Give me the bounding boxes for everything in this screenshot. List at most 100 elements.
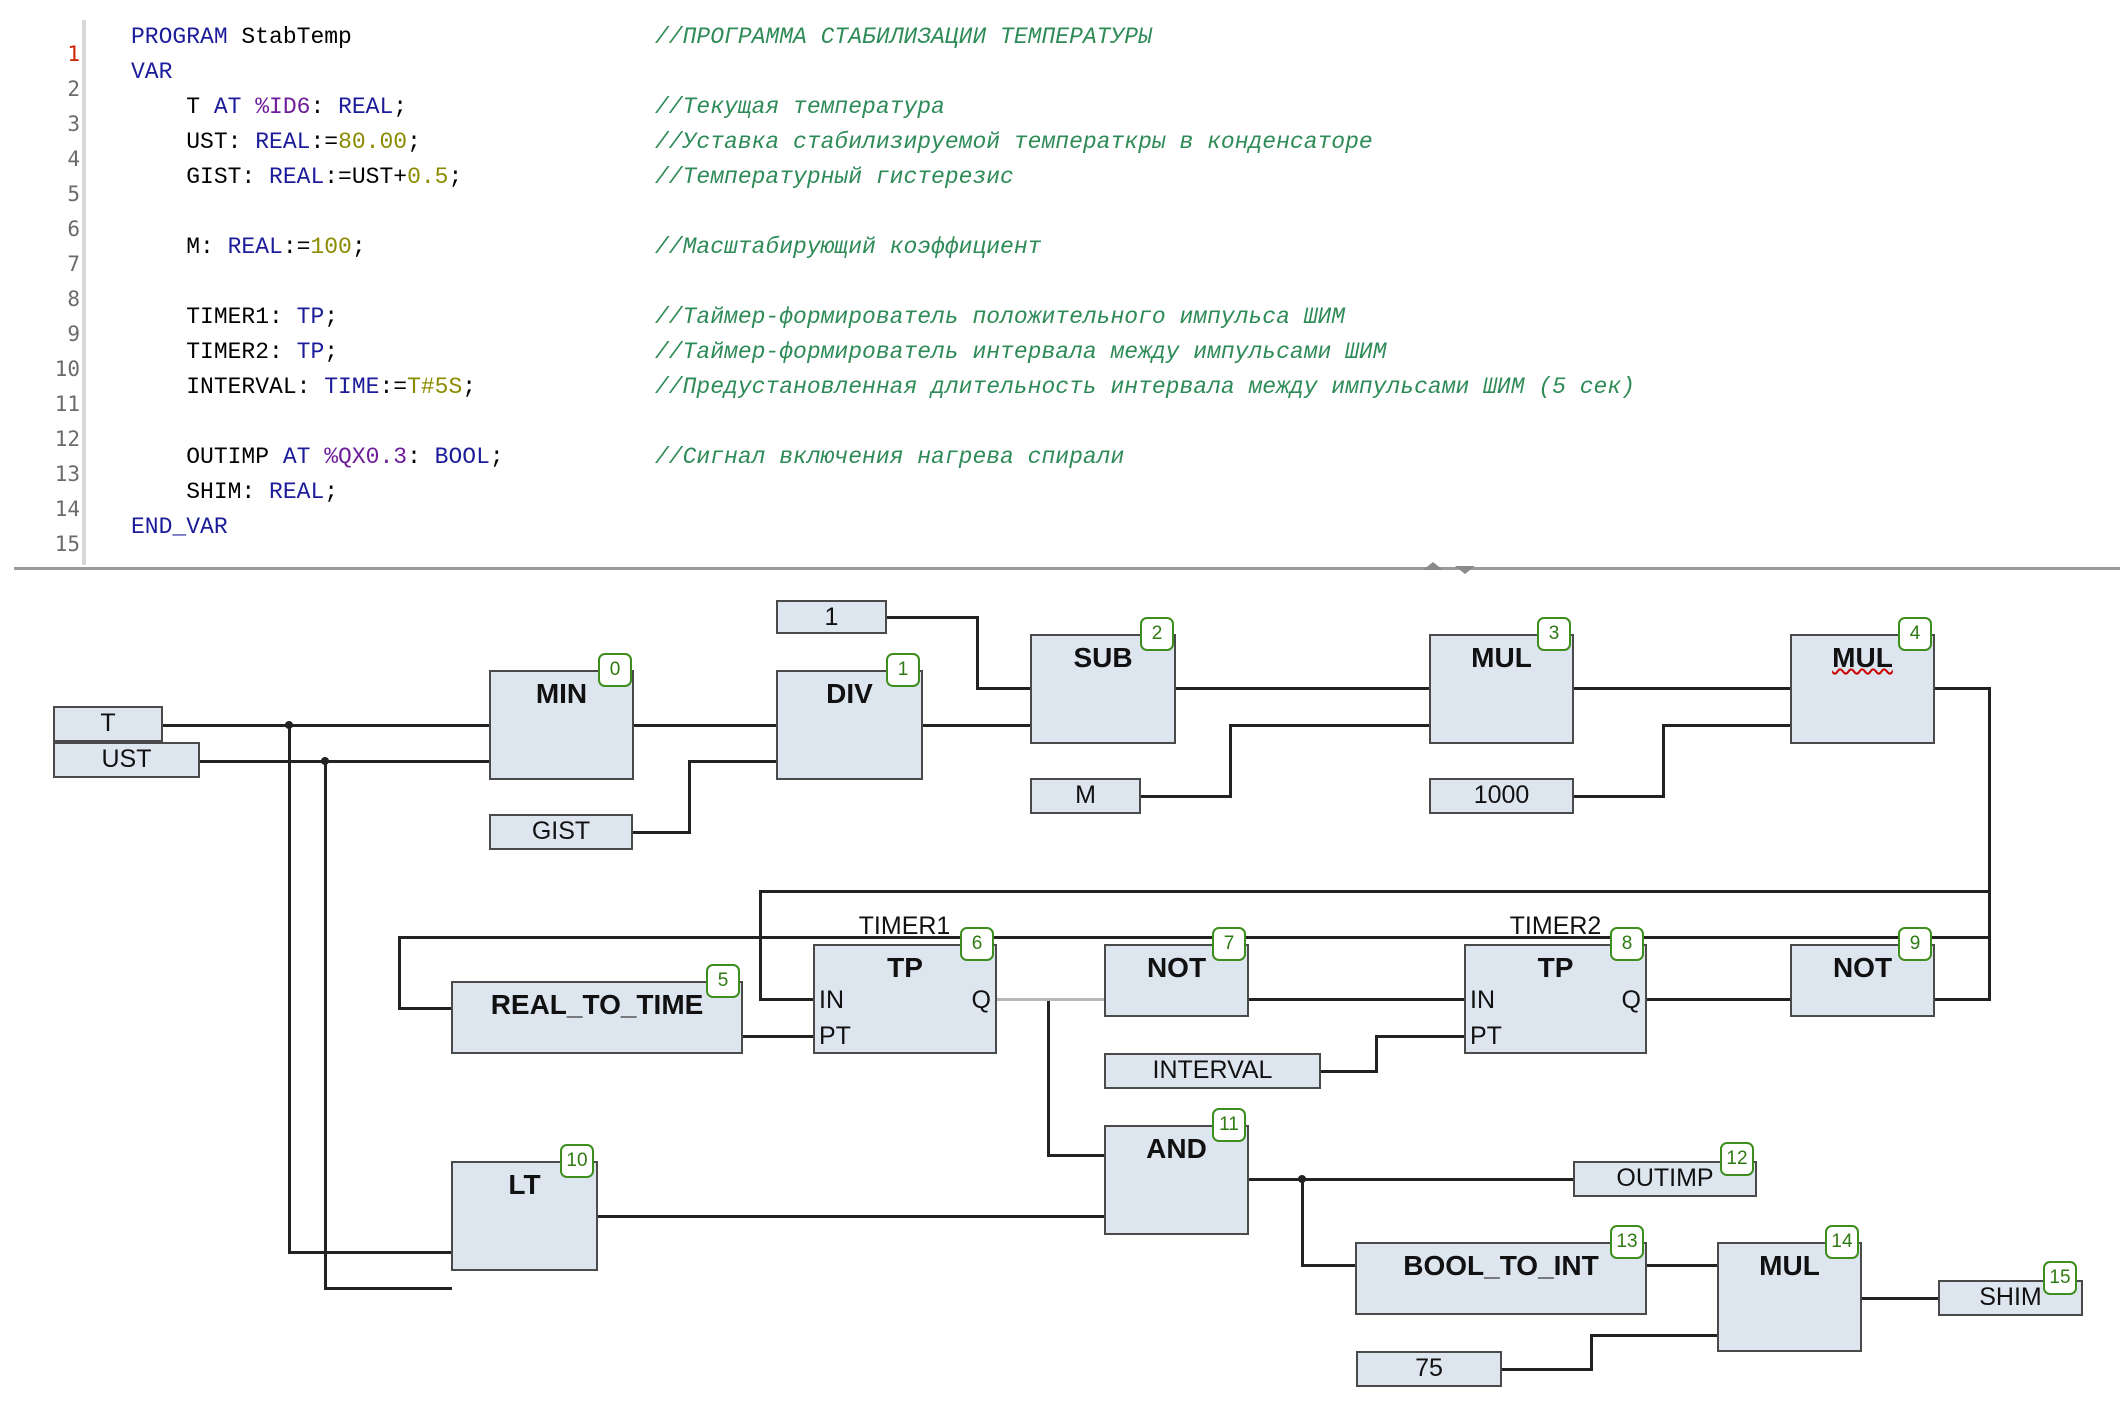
wire bbox=[1301, 1178, 1304, 1267]
block-title: LT bbox=[508, 1169, 541, 1200]
fbd-diagram[interactable]: T UST GIST 1 M 1000 INTERVAL OUTIMP 75 S… bbox=[0, 570, 2120, 1422]
identifier: M: bbox=[131, 234, 228, 260]
block-and[interactable]: AND bbox=[1104, 1125, 1249, 1235]
block-tp-timer2[interactable]: TP IN PT Q bbox=[1464, 944, 1647, 1054]
wire bbox=[759, 890, 762, 1001]
block-title: BOOL_TO_INT bbox=[1403, 1250, 1599, 1281]
block-mul-14[interactable]: MUL bbox=[1717, 1242, 1862, 1352]
selected-wire[interactable] bbox=[995, 998, 1105, 1001]
line-number: 13 bbox=[54, 462, 80, 486]
block-bool-to-int[interactable]: BOOL_TO_INT bbox=[1355, 1242, 1647, 1315]
keyword: REAL bbox=[227, 234, 283, 260]
block-id-badge: 6 bbox=[960, 927, 994, 961]
line-number: 12 bbox=[54, 427, 80, 451]
var-t[interactable]: T bbox=[53, 706, 163, 742]
var-interval[interactable]: INTERVAL bbox=[1104, 1053, 1321, 1089]
var-ust[interactable]: UST bbox=[53, 742, 200, 778]
block-title: MIN bbox=[535, 678, 588, 709]
comment: //Уставка стабилизируемой температкры в … bbox=[655, 129, 1373, 155]
wire bbox=[398, 1007, 452, 1010]
collapse-up-icon[interactable] bbox=[1423, 562, 1443, 570]
punct: ; bbox=[324, 304, 339, 330]
code-line-2[interactable]: VAR bbox=[131, 59, 172, 85]
block-id-badge: 13 bbox=[1610, 1225, 1644, 1259]
const-1[interactable]: 1 bbox=[776, 600, 887, 634]
wire bbox=[1375, 1035, 1378, 1073]
punct: : bbox=[310, 94, 339, 120]
block-title: MUL bbox=[1832, 642, 1893, 673]
block-title: REAL_TO_TIME bbox=[490, 989, 704, 1020]
block-id-badge: 5 bbox=[706, 964, 740, 998]
block-id-badge: 0 bbox=[598, 653, 632, 687]
code-line-9[interactable]: TIMER1: TP; bbox=[131, 304, 338, 330]
line-number: 3 bbox=[67, 112, 80, 136]
collapse-down-icon[interactable] bbox=[1455, 566, 1475, 574]
wire bbox=[1229, 724, 1232, 798]
block-id-badge: 14 bbox=[1825, 1225, 1859, 1259]
comment: //Предустановленная длительность интерва… bbox=[655, 374, 1635, 400]
code-line-1[interactable]: PROGRAM StabTemp bbox=[131, 24, 352, 50]
wire bbox=[1229, 724, 1430, 727]
keyword: AT bbox=[282, 444, 311, 470]
block-mul-3[interactable]: MUL bbox=[1429, 634, 1574, 744]
code-line-10[interactable]: TIMER2: TP; bbox=[131, 339, 338, 365]
keyword: TP bbox=[296, 304, 325, 330]
code-line-13[interactable]: OUTIMP AT %QX0.3: BOOL; bbox=[131, 444, 504, 470]
block-lt[interactable]: LT bbox=[451, 1161, 598, 1271]
comment: //Температурный гистерезис bbox=[655, 164, 1014, 190]
block-id-badge: 2 bbox=[1140, 617, 1174, 651]
identifier: UST: bbox=[131, 129, 256, 155]
var-gist[interactable]: GIST bbox=[489, 814, 633, 850]
punct: := bbox=[379, 374, 408, 400]
code-line-15[interactable]: END_VAR bbox=[131, 514, 228, 540]
comment: //Таймер-формирователь интервала между и… bbox=[655, 339, 1387, 365]
wire bbox=[1933, 998, 1991, 1001]
block-id-badge: 4 bbox=[1898, 617, 1932, 651]
block-sub[interactable]: SUB bbox=[1030, 634, 1176, 744]
var-m[interactable]: M bbox=[1030, 778, 1141, 814]
timer1-instance-label: TIMER1 bbox=[858, 912, 951, 940]
code-line-14[interactable]: SHIM: REAL; bbox=[131, 479, 338, 505]
wire bbox=[1572, 795, 1664, 798]
line-number: 5 bbox=[67, 182, 80, 206]
keyword: REAL bbox=[269, 164, 325, 190]
punct: ; bbox=[324, 479, 339, 505]
code-line-11[interactable]: INTERVAL: TIME:=T#5S; bbox=[131, 374, 476, 400]
wire bbox=[759, 998, 814, 1001]
const-1000[interactable]: 1000 bbox=[1429, 778, 1574, 814]
identifier: TIMER2: bbox=[131, 339, 297, 365]
number-literal: 100 bbox=[310, 234, 352, 260]
wire bbox=[1860, 1297, 1940, 1300]
block-tp-timer1[interactable]: TP IN PT Q bbox=[813, 944, 997, 1054]
code-line-4[interactable]: UST: REAL:=80.00; bbox=[131, 129, 421, 155]
block-title: MUL bbox=[1759, 1250, 1820, 1281]
code-line-5[interactable]: GIST: REAL:=UST+0.5; bbox=[131, 164, 462, 190]
identifier: GIST: bbox=[131, 164, 270, 190]
wire bbox=[1590, 1334, 1593, 1371]
keyword: TIME bbox=[324, 374, 380, 400]
punct: ; bbox=[351, 234, 366, 260]
wire bbox=[1933, 687, 1991, 690]
code-line-3[interactable]: T AT %ID6: REAL; bbox=[131, 94, 407, 120]
identifier: T bbox=[131, 94, 214, 120]
pin-in: IN bbox=[819, 986, 844, 1014]
code-editor[interactable]: 1 2 3 4 5 6 7 8 9 10 11 12 13 14 15 PROG… bbox=[0, 0, 2120, 566]
block-min[interactable]: MIN bbox=[489, 670, 634, 780]
wire bbox=[161, 724, 490, 727]
block-id-badge: 11 bbox=[1212, 1108, 1246, 1142]
identifier: INTERVAL: bbox=[131, 374, 325, 400]
address: %ID6 bbox=[241, 94, 311, 120]
pane-splitter[interactable] bbox=[14, 567, 2120, 570]
block-mul-4[interactable]: MUL bbox=[1790, 634, 1935, 744]
comment: //Сигнал включения нагрева спирали bbox=[655, 444, 1125, 470]
block-id-badge: 15 bbox=[2043, 1261, 2077, 1295]
const-75[interactable]: 75 bbox=[1356, 1351, 1502, 1387]
block-div[interactable]: DIV bbox=[776, 670, 923, 780]
keyword: END_VAR bbox=[131, 514, 228, 540]
wire bbox=[596, 1215, 1105, 1218]
block-real-to-time[interactable]: REAL_TO_TIME bbox=[451, 981, 743, 1054]
line-number: 8 bbox=[67, 287, 80, 311]
block-id-badge: 10 bbox=[560, 1144, 594, 1178]
code-line-7[interactable]: M: REAL:=100; bbox=[131, 234, 366, 260]
identifier: TIMER1: bbox=[131, 304, 297, 330]
